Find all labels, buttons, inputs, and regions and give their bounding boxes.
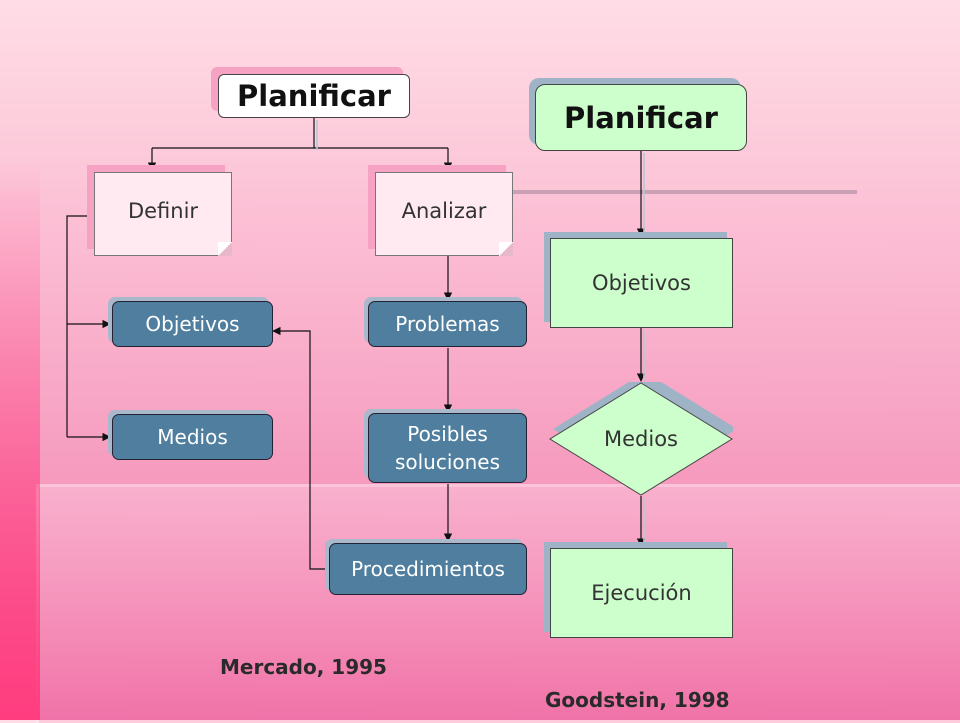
posibles-soluciones-box: Posibles soluciones bbox=[368, 413, 527, 483]
medios-left-label: Medios bbox=[157, 425, 228, 449]
ejecucion-box: Ejecución bbox=[550, 548, 733, 638]
posibles-soluciones-line1: Posibles bbox=[407, 422, 488, 446]
analizar-label: Analizar bbox=[401, 199, 487, 223]
connector-definir-bracket bbox=[66, 215, 94, 437]
medios-right-text: Medios bbox=[549, 382, 733, 496]
medios-decision-diamond: Medios bbox=[549, 382, 733, 496]
objetivos-box-left: Objetivos bbox=[112, 301, 273, 347]
procedimientos-label: Procedimientos bbox=[351, 557, 505, 581]
medios-box-left: Medios bbox=[112, 414, 273, 460]
procedimientos-box: Procedimientos bbox=[329, 543, 527, 595]
left-edge-glow bbox=[0, 160, 40, 720]
planificar-title-left: Planificar bbox=[218, 74, 410, 118]
problemas-box: Problemas bbox=[368, 301, 527, 347]
connector-procedimientos-objetivos bbox=[272, 326, 330, 570]
objetivos-right-label: Objetivos bbox=[592, 271, 691, 295]
posibles-soluciones-line2: soluciones bbox=[394, 450, 501, 474]
horizontal-rule bbox=[505, 190, 857, 194]
citation-mercado: Mercado, 1995 bbox=[220, 655, 387, 679]
definir-note: Definir bbox=[94, 172, 232, 256]
citation-goodstein: Goodstein, 1998 bbox=[545, 688, 730, 712]
objetivos-left-label: Objetivos bbox=[145, 312, 240, 336]
background-panel bbox=[36, 484, 960, 723]
analizar-note: Analizar bbox=[375, 172, 513, 256]
page-fold-icon bbox=[499, 242, 513, 256]
planificar-title-right: Planificar bbox=[535, 84, 747, 151]
ejecucion-label: Ejecución bbox=[591, 581, 692, 605]
planificar-title-right-label: Planificar bbox=[564, 100, 718, 135]
medios-right-label: Medios bbox=[604, 427, 678, 451]
definir-label: Definir bbox=[127, 199, 199, 223]
objetivos-box-right: Objetivos bbox=[550, 238, 733, 328]
page-fold-icon bbox=[218, 242, 232, 256]
planificar-title-left-label: Planificar bbox=[237, 79, 391, 113]
problemas-label: Problemas bbox=[395, 312, 500, 336]
